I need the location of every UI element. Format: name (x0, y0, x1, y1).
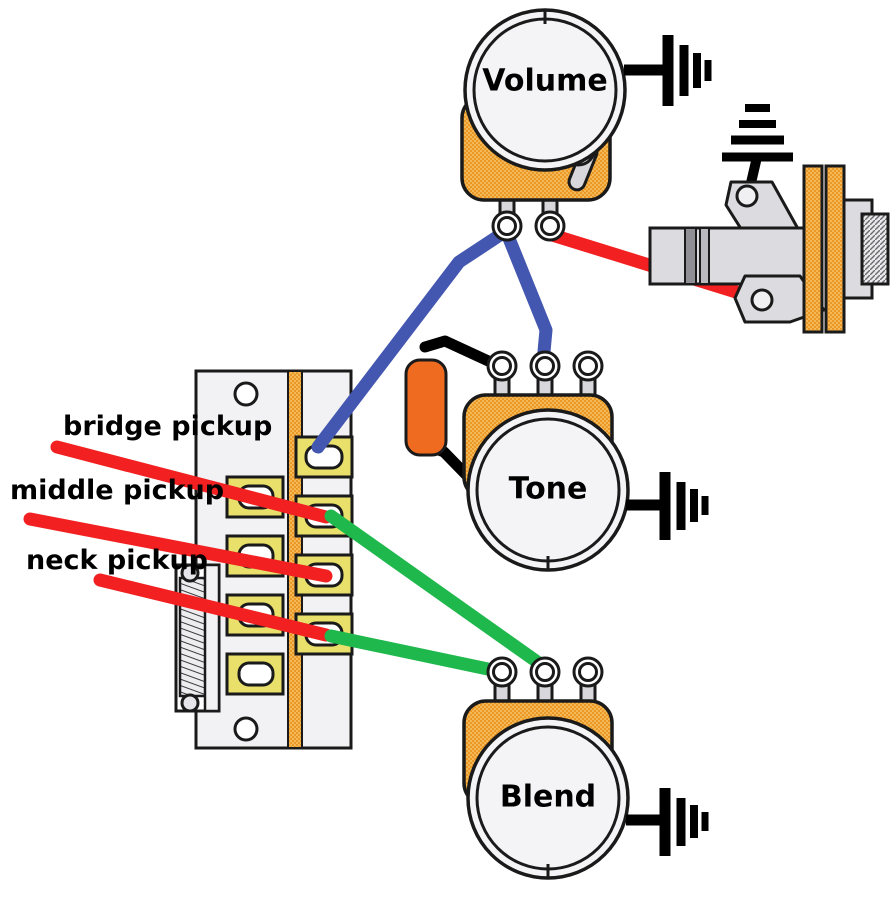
volume-lug-1[interactable] (491, 178, 523, 242)
volume-ground-icon (624, 35, 712, 106)
jack-washer-2 (824, 164, 846, 334)
blend-wires-group (324, 509, 550, 679)
wire-red-middle-pickup[interactable] (23, 512, 333, 583)
blend-pot[interactable]: Blend (462, 656, 709, 880)
switch-mount-hole-top (233, 381, 259, 407)
blend-ground-icon (626, 788, 709, 856)
wire-green-switch-to-blend-2[interactable] (324, 509, 550, 673)
wire-red-bridge-pickup[interactable] (50, 440, 333, 524)
neck-pickup-label: neck pickup (26, 545, 208, 576)
jack-barrel-band-2 (699, 227, 710, 285)
tone-pot[interactable]: Tone (404, 335, 709, 572)
jack-threads (860, 212, 890, 286)
volume-pot[interactable]: Volume (460, 8, 712, 242)
tone-ground-icon (626, 472, 709, 540)
tone-lug-3[interactable] (572, 350, 604, 414)
tone-capacitor[interactable] (404, 358, 448, 457)
pickup-wires-group (23, 440, 333, 642)
jack-tip-solder-hole[interactable] (750, 288, 774, 312)
jack-washer-1 (802, 164, 824, 334)
wire-green-switch-to-blend-1[interactable] (324, 629, 509, 679)
bridge-pickup-label: bridge pickup (63, 411, 272, 442)
pickup-labels: bridge pickup middle pickup neck pickup (10, 411, 272, 576)
blend-pot-label: Blend (500, 780, 596, 815)
switch-mount-hole-bottom (233, 716, 259, 742)
jack-barrel-band-1 (684, 227, 697, 285)
wire-red-neck-pickup[interactable] (93, 573, 333, 642)
volume-pot-label: Volume (482, 64, 607, 99)
output-jack[interactable] (648, 104, 890, 334)
switch-detent-spring (174, 563, 221, 713)
middle-pickup-label: middle pickup (10, 475, 224, 506)
tone-pot-label: Tone (509, 472, 588, 507)
jack-tip-contact (733, 274, 826, 324)
wire-blue-volume-to-switch[interactable] (311, 224, 513, 454)
jack-sleeve-solder-hole[interactable] (735, 184, 759, 208)
switch-lug-left-5[interactable] (225, 652, 285, 696)
